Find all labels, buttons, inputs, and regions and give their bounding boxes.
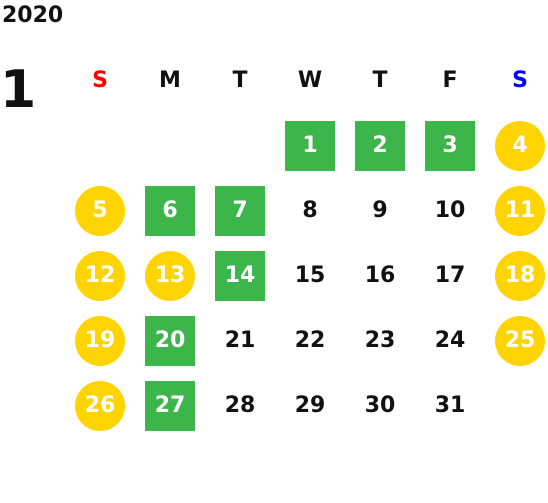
day-cell: 30 <box>345 373 415 438</box>
day-cell: 2 <box>345 113 415 178</box>
day-cell: 22 <box>275 308 345 373</box>
weekday-header-row: S M T W T F S <box>65 48 548 113</box>
day-27[interactable]: 27 <box>145 380 195 431</box>
day-28[interactable]: 28 <box>224 393 256 418</box>
day-15[interactable]: 15 <box>294 263 326 288</box>
day-26[interactable]: 26 <box>75 380 125 431</box>
day-cell: 20 <box>135 308 205 373</box>
day-5[interactable]: 5 <box>75 185 125 236</box>
weekday-header-wednesday: W <box>297 68 323 93</box>
week-row: 19 20 21 22 23 24 25 <box>65 308 548 373</box>
calendar-year: 2020 <box>2 3 64 28</box>
day-19[interactable]: 19 <box>75 315 125 366</box>
day-cell: 16 <box>345 243 415 308</box>
day-cell: 29 <box>275 373 345 438</box>
day-29[interactable]: 29 <box>294 393 326 418</box>
weekday-header-friday: F <box>442 68 458 93</box>
day-6[interactable]: 6 <box>145 185 195 236</box>
day-cell: 17 <box>415 243 485 308</box>
weekday-header-monday: M <box>159 68 181 93</box>
day-cell: 26 <box>65 373 135 438</box>
day-16[interactable]: 16 <box>364 263 396 288</box>
weekday-header-saturday: S <box>512 68 528 93</box>
week-row: 26 27 28 29 30 31 <box>65 373 548 438</box>
day-14[interactable]: 14 <box>215 250 265 301</box>
day-23[interactable]: 23 <box>364 328 396 353</box>
day-cell: 27 <box>135 373 205 438</box>
day-cell: 18 <box>485 243 548 308</box>
day-cell: 3 <box>415 113 485 178</box>
day-cell: 31 <box>415 373 485 438</box>
day-cell: 11 <box>485 178 548 243</box>
day-12[interactable]: 12 <box>75 250 125 301</box>
day-cell: 24 <box>415 308 485 373</box>
day-9[interactable]: 9 <box>372 198 388 223</box>
day-cell <box>135 113 205 178</box>
day-2[interactable]: 2 <box>355 120 405 171</box>
day-17[interactable]: 17 <box>434 263 466 288</box>
day-cell: 8 <box>275 178 345 243</box>
day-30[interactable]: 30 <box>364 393 396 418</box>
day-cell <box>205 113 275 178</box>
day-13[interactable]: 13 <box>145 250 195 301</box>
day-21[interactable]: 21 <box>224 328 256 353</box>
day-cell: 25 <box>485 308 548 373</box>
calendar-month: 1 <box>0 60 37 120</box>
day-18[interactable]: 18 <box>495 250 545 301</box>
weekday-header-sunday: S <box>92 68 108 93</box>
day-cell: 4 <box>485 113 548 178</box>
day-cell: 9 <box>345 178 415 243</box>
weekday-header-tuesday: T <box>232 68 248 93</box>
day-11[interactable]: 11 <box>495 185 545 236</box>
day-cell: 15 <box>275 243 345 308</box>
day-22[interactable]: 22 <box>294 328 326 353</box>
day-7[interactable]: 7 <box>215 185 265 236</box>
day-cell <box>485 373 548 438</box>
day-cell: 1 <box>275 113 345 178</box>
day-1[interactable]: 1 <box>285 120 335 171</box>
week-row: 12 13 14 15 16 17 18 <box>65 243 548 308</box>
day-cell: 6 <box>135 178 205 243</box>
day-25[interactable]: 25 <box>495 315 545 366</box>
day-4[interactable]: 4 <box>495 120 545 171</box>
day-cell: 13 <box>135 243 205 308</box>
day-cell: 28 <box>205 373 275 438</box>
day-3[interactable]: 3 <box>425 120 475 171</box>
day-cell: 23 <box>345 308 415 373</box>
day-31[interactable]: 31 <box>434 393 466 418</box>
day-cell: 7 <box>205 178 275 243</box>
day-cell: 21 <box>205 308 275 373</box>
weekday-header-thursday: T <box>372 68 388 93</box>
day-cell: 10 <box>415 178 485 243</box>
day-cell: 14 <box>205 243 275 308</box>
day-cell: 5 <box>65 178 135 243</box>
day-cell: 12 <box>65 243 135 308</box>
day-cell: 19 <box>65 308 135 373</box>
day-20[interactable]: 20 <box>145 315 195 366</box>
day-8[interactable]: 8 <box>302 198 318 223</box>
day-cell <box>65 113 135 178</box>
day-24[interactable]: 24 <box>434 328 466 353</box>
day-10[interactable]: 10 <box>434 198 466 223</box>
